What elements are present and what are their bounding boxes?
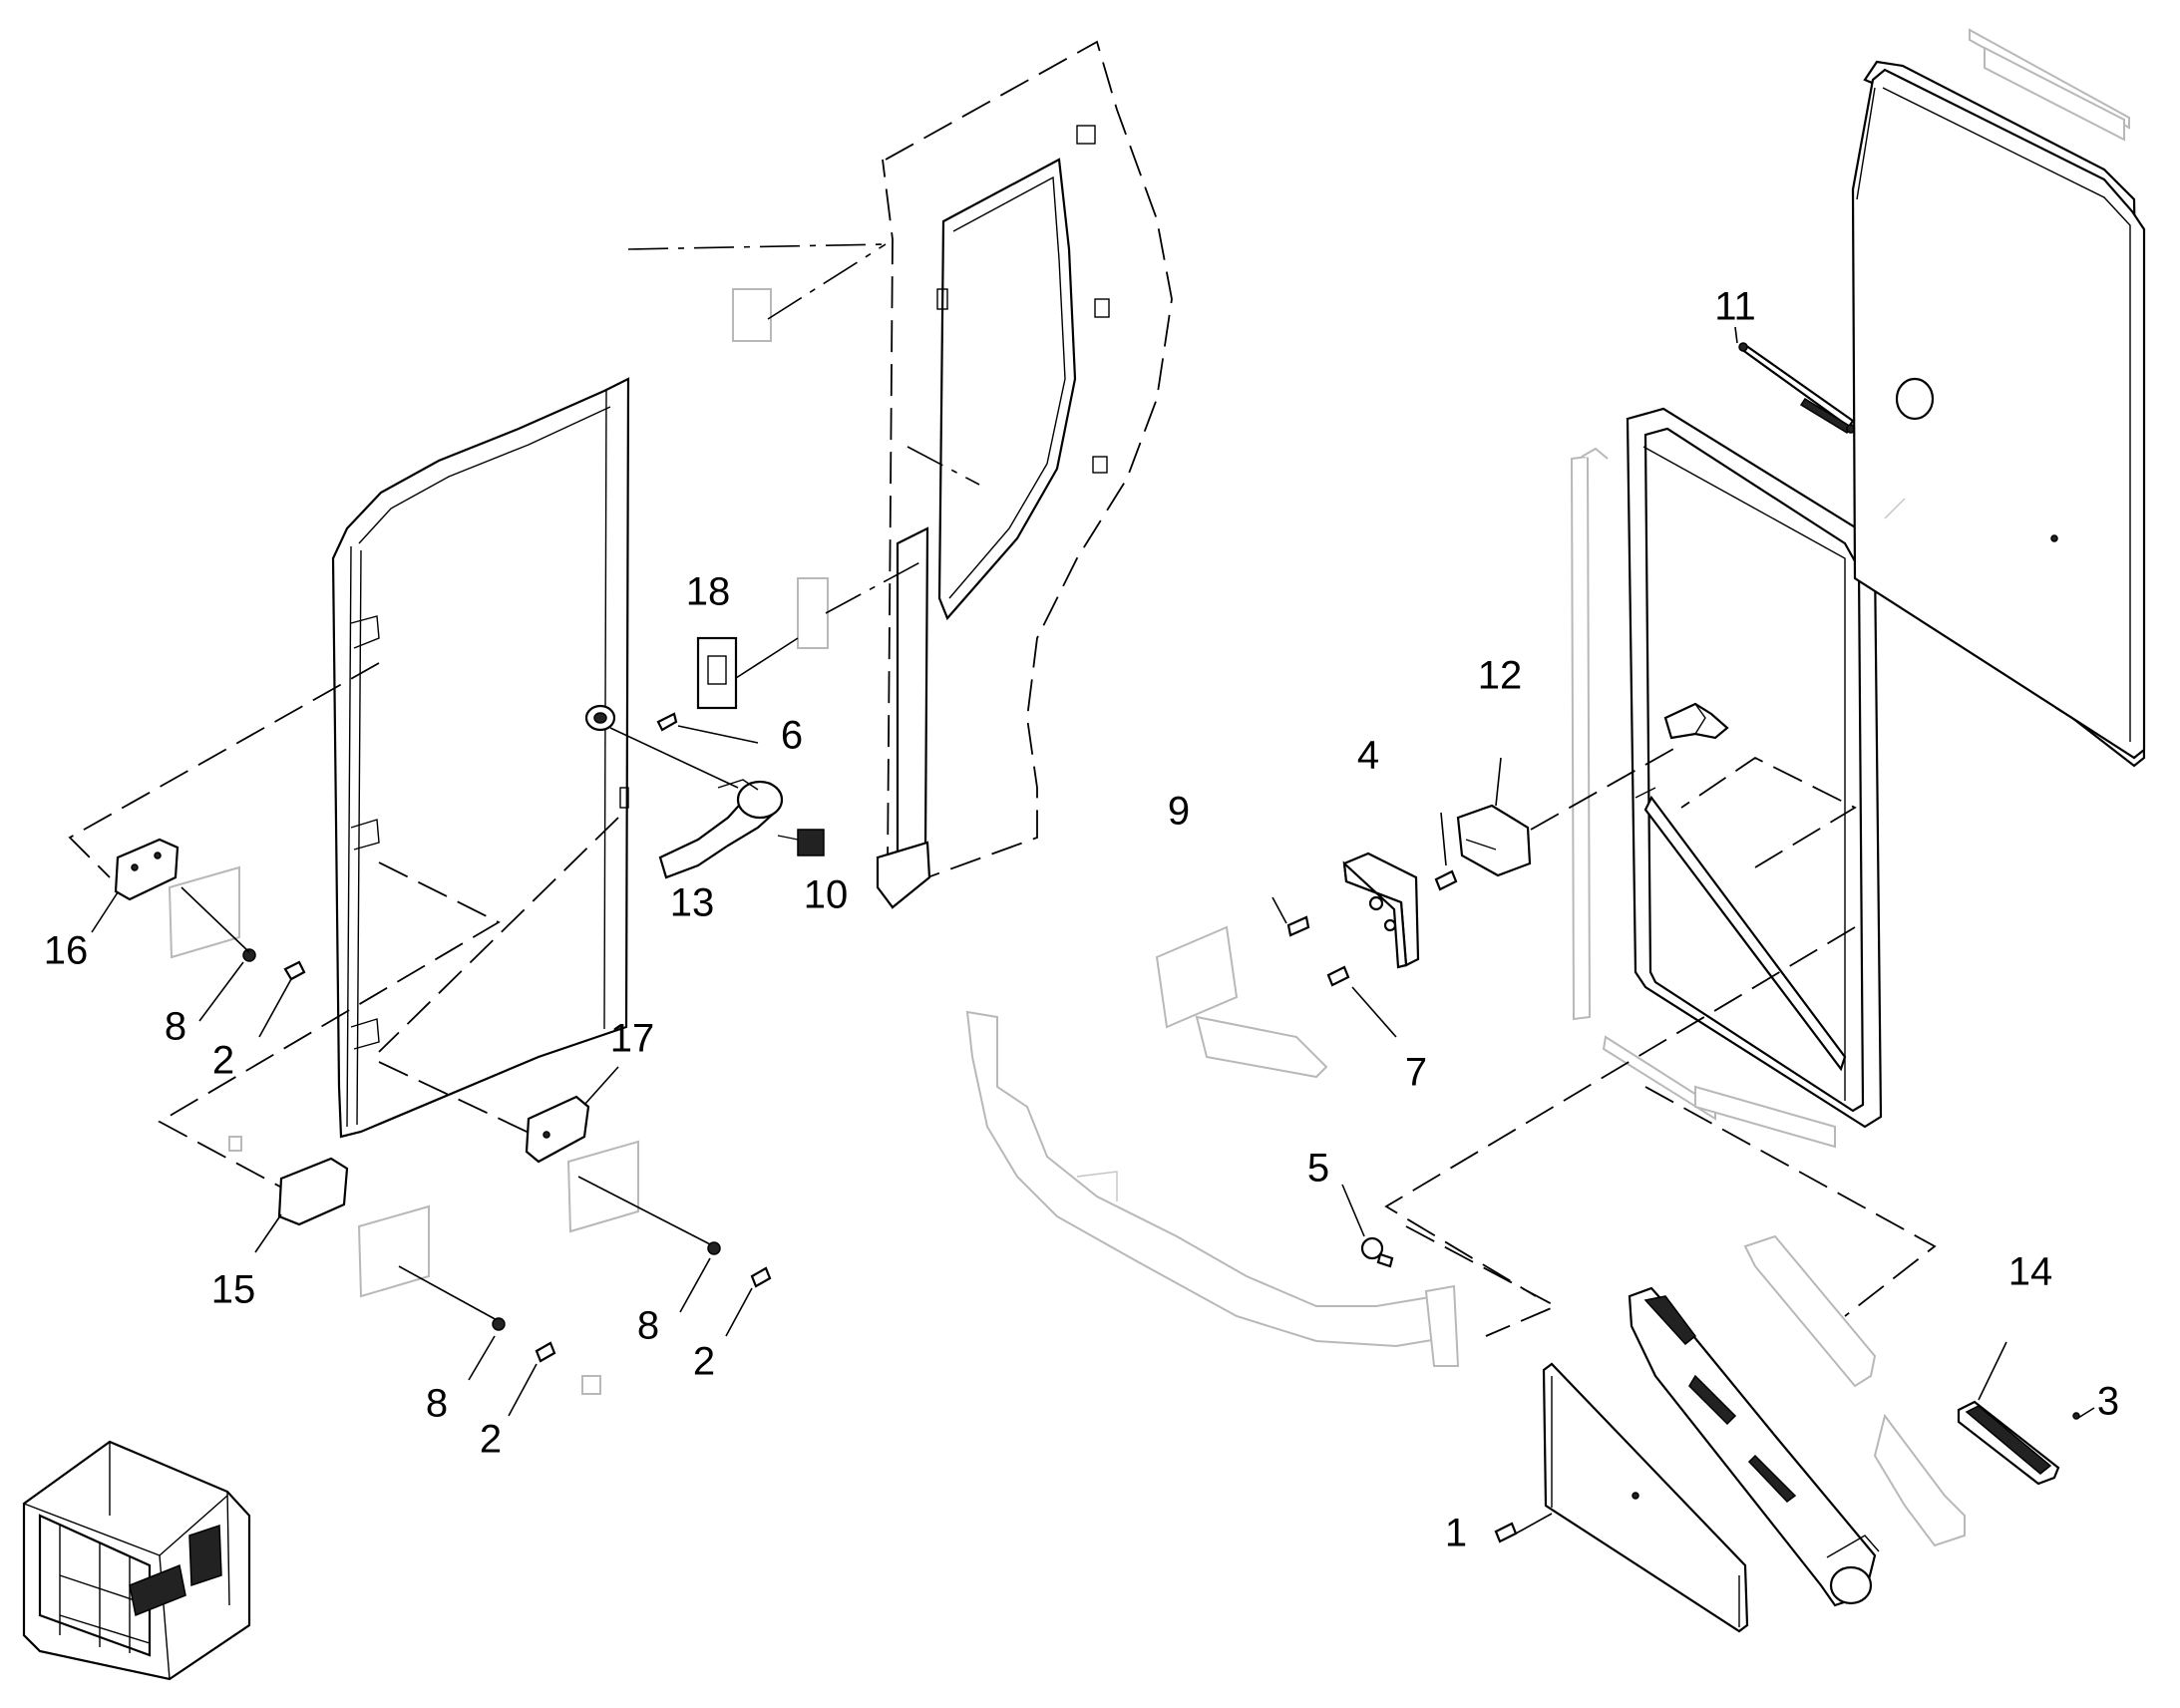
callout-18: 18 bbox=[686, 570, 731, 614]
callout-16: 16 bbox=[44, 929, 89, 973]
callout-15: 15 bbox=[211, 1268, 256, 1312]
step-assembly bbox=[1494, 1234, 2095, 1633]
callout-labels: 18 6 13 10 16 8 2 17 15 8 2 8 2 11 12 4 … bbox=[44, 285, 2119, 1555]
hinge-plate-15 bbox=[277, 1157, 349, 1226]
screw-1 bbox=[1494, 1522, 1518, 1543]
callout-5: 5 bbox=[1307, 1147, 1329, 1191]
callout-leaders bbox=[91, 326, 1738, 1417]
callout-14: 14 bbox=[2008, 1250, 2053, 1294]
callout-4: 4 bbox=[1357, 734, 1379, 778]
pin-9 bbox=[1286, 915, 1310, 937]
callout-10: 10 bbox=[804, 873, 849, 917]
latch-bracket-assembly bbox=[1272, 757, 1532, 1038]
striker-plate bbox=[696, 636, 738, 710]
screw-5 bbox=[1360, 1236, 1394, 1268]
callout-9: 9 bbox=[1168, 790, 1190, 834]
center-ghost-bracket bbox=[965, 925, 1460, 1367]
callout-8b: 8 bbox=[637, 1304, 659, 1348]
cover-plate bbox=[1542, 1362, 1749, 1633]
latch-bracket-12 bbox=[1456, 804, 1532, 877]
callout-6: 6 bbox=[781, 714, 803, 758]
left-door-panel bbox=[331, 377, 630, 1139]
screw-7 bbox=[1326, 965, 1350, 987]
callout-1: 1 bbox=[1445, 1512, 1467, 1555]
left-door-assembly bbox=[68, 40, 1173, 1395]
callout-7: 7 bbox=[1405, 1051, 1427, 1095]
callout-8a: 8 bbox=[165, 1005, 186, 1049]
callout-2a: 2 bbox=[212, 1039, 234, 1083]
hinge-plate-16 bbox=[114, 838, 180, 901]
key bbox=[797, 829, 825, 856]
screw-4 bbox=[1434, 869, 1458, 891]
callout-13: 13 bbox=[670, 881, 715, 925]
callout-3: 3 bbox=[2097, 1380, 2119, 1424]
callout-8c: 8 bbox=[426, 1382, 448, 1426]
gas-strut bbox=[1739, 343, 1855, 429]
callout-2c: 2 bbox=[480, 1418, 502, 1462]
screw-6 bbox=[656, 712, 678, 732]
callout-12: 12 bbox=[1478, 654, 1523, 698]
hinge-plate-17 bbox=[525, 1095, 590, 1164]
cab-orientation-thumbnail bbox=[22, 1440, 251, 1681]
right-door-assembly bbox=[1384, 28, 2146, 1337]
callout-11: 11 bbox=[1714, 285, 1756, 329]
callout-2b: 2 bbox=[693, 1340, 715, 1384]
callout-17: 17 bbox=[610, 1017, 655, 1061]
